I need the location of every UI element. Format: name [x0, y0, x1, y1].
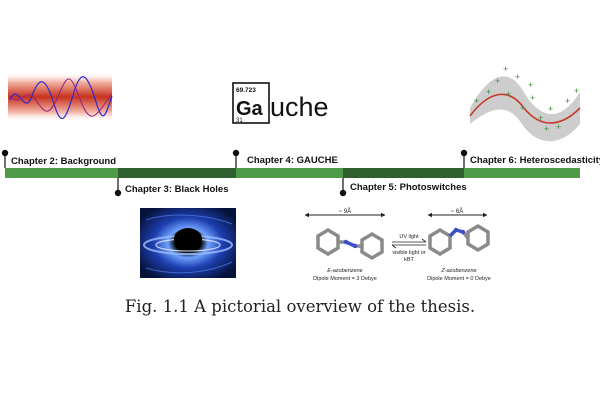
- svg-text:+: +: [474, 96, 479, 106]
- e-distance-label: ~ 9Å: [339, 208, 352, 215]
- chapter-6-label: Chapter 6: Heteroscedasticity: [470, 155, 600, 166]
- svg-text:+: +: [574, 86, 579, 96]
- uv-light-label: UV light: [399, 234, 419, 240]
- svg-text:+: +: [565, 96, 570, 106]
- svg-text:+: +: [503, 64, 508, 74]
- chapter-4-label: Chapter 4: GAUCHE: [247, 155, 338, 166]
- photoswitch-diagram: ~ 9Å ~ 6Å E-azobenzene Dipole Moment = 3…: [304, 208, 491, 282]
- figure-caption: Fig. 1.1 A pictorial overview of the the…: [124, 297, 476, 316]
- chapter-2-marker: Chapter 2: Background: [1, 149, 116, 168]
- black-hole-image: [140, 208, 236, 278]
- svg-text:+: +: [538, 113, 543, 123]
- z-distance-label: ~ 6Å: [451, 208, 464, 215]
- svg-text:+: +: [486, 87, 491, 97]
- z-azobenzene-molecule: [428, 223, 490, 257]
- chapter-4-marker: Chapter 4: GAUCHE: [232, 149, 338, 168]
- element-number: 69.723: [236, 87, 256, 94]
- background-image: [8, 72, 113, 122]
- svg-text:+: +: [520, 103, 525, 113]
- svg-text:+: +: [544, 124, 549, 134]
- e-azobenzene-dipole: Dipole Moment = 3 Debye: [313, 276, 377, 282]
- logo-suffix: uche: [270, 92, 329, 122]
- svg-text:+: +: [528, 80, 533, 90]
- z-azobenzene-name: Z-azobenzene: [440, 268, 476, 274]
- svg-text:+: +: [506, 89, 511, 99]
- svg-text:+: +: [495, 76, 500, 86]
- timeline: [5, 168, 580, 178]
- z-azobenzene-dipole: Dipole Moment = 0 Debye: [427, 276, 491, 282]
- svg-text:+: +: [515, 72, 520, 82]
- gauche-logo: 69.723 Ga 31 uche: [232, 82, 329, 124]
- chapter-5-label: Chapter 5: Photoswitches: [350, 182, 467, 193]
- atomic-number: 31: [236, 118, 243, 124]
- heteroscedasticity-plot: +++ +++ +++ +++ +++: [469, 64, 581, 142]
- thermal-label: kBT: [404, 257, 414, 263]
- svg-text:+: +: [556, 122, 561, 132]
- chapter-5-marker: Chapter 5: Photoswitches: [339, 178, 467, 197]
- chapter-6-marker: Chapter 6: Heteroscedasticity: [460, 149, 600, 168]
- chapter-3-marker: Chapter 3: Black Holes: [114, 178, 228, 197]
- svg-text:+: +: [530, 93, 535, 103]
- e-azobenzene-name: E-azobenzene: [327, 268, 362, 274]
- svg-text:+: +: [548, 104, 553, 114]
- e-azobenzene-molecule: [316, 227, 384, 261]
- chapter-3-label: Chapter 3: Black Holes: [125, 184, 228, 195]
- chapter-2-label: Chapter 2: Background: [11, 156, 116, 167]
- visible-light-label: visible light or: [392, 250, 425, 256]
- element-symbol: Ga: [236, 98, 264, 120]
